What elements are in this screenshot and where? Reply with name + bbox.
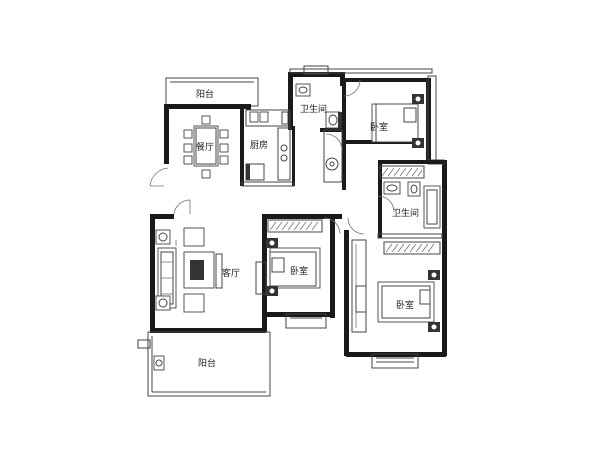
living-furniture <box>155 227 223 313</box>
outer-walls <box>137 65 447 397</box>
dining-table <box>183 115 229 179</box>
label-bedroom-top: 卧室 <box>370 121 388 133</box>
label-living: 客厅 <box>222 267 240 279</box>
closet-bottom <box>383 241 441 255</box>
kitchen-counters <box>245 109 291 181</box>
label-kitchen: 厨房 <box>250 139 268 151</box>
washer <box>153 355 165 371</box>
label-bathroom-top: 卫生间 <box>300 103 327 115</box>
bed-middle <box>266 238 321 296</box>
label-balcony-bottom: 阳台 <box>198 357 216 369</box>
bathroom-mid-fixtures <box>383 181 441 229</box>
bed-top <box>371 94 424 148</box>
label-bedroom-bottom: 卧室 <box>396 299 414 311</box>
label-bathroom-mid: 卫生间 <box>392 207 419 219</box>
doors <box>149 79 395 235</box>
closet-middle <box>267 219 323 233</box>
label-balcony-top: 阳台 <box>196 88 214 100</box>
bathroom-top-fixtures <box>295 83 342 171</box>
label-bedroom-mid: 卧室 <box>290 265 308 277</box>
room-labels: 阳台 餐厅 厨房 卫生间 卧室 卫生间 客厅 卧室 卧室 阳台 <box>196 88 419 369</box>
label-dining: 餐厅 <box>196 141 214 153</box>
closet-top <box>379 165 425 179</box>
bed-bottom <box>355 270 440 332</box>
